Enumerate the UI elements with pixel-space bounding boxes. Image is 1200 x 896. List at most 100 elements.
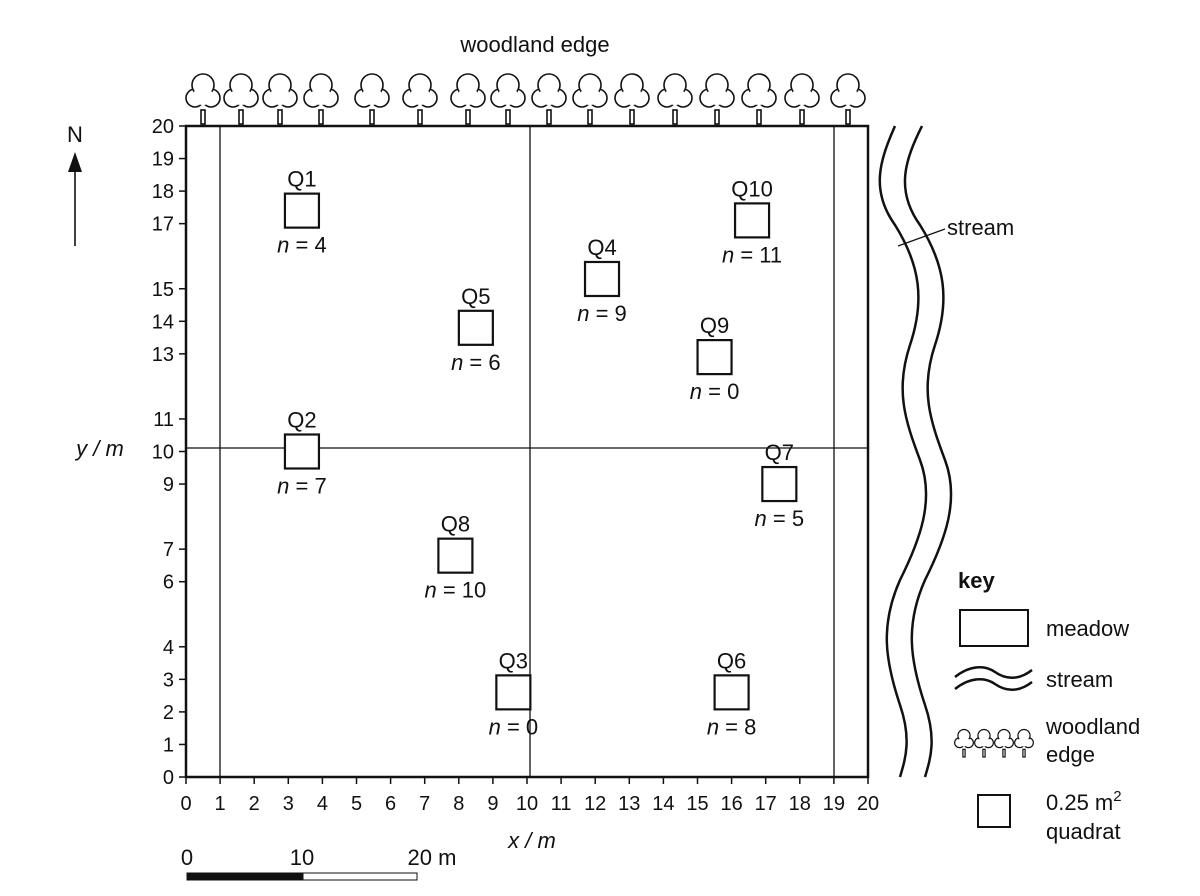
legend-heading: key [958,568,995,593]
quadrat-count: n = 11 [722,242,782,267]
legend-tree-icon-3 [994,728,1014,758]
quadrat-q6: Q6 n = 8 [707,648,757,739]
quadrat-square [583,260,621,298]
x-tick-label-11: 11 [551,793,572,815]
legend-stream-label: stream [1046,667,1113,692]
x-tick-label-14: 14 [652,793,674,815]
y-tick-label-2: 2 [163,702,174,724]
tree-icon-5 [354,73,390,125]
x-tick-label-4: 4 [317,793,328,815]
quadrat-q8: Q8 n = 10 [424,512,486,603]
legend-quadrat-exponent: 2 [1113,788,1121,805]
tree-icon-9 [531,73,567,125]
quadrat-square [713,674,750,711]
tree-icon-7 [450,73,486,125]
x-tick-label-17: 17 [755,793,777,815]
tree-icon-4 [303,73,339,125]
y-tick-label-4: 4 [163,637,174,659]
y-tick-label-9: 9 [163,474,174,496]
y-tick-label-13: 13 [152,344,174,366]
quadrat-label: Q5 [461,284,490,309]
tree-icon-13 [699,73,735,125]
quadrat-label: Q4 [587,235,616,260]
quadrat-square [761,465,798,503]
quadrat-q7: Q7n = 5 [755,440,805,531]
x-tick-label-18: 18 [789,793,811,815]
quadrat-q9: Q9 n = 0 [690,313,740,404]
y-tick-label-19: 19 [152,149,174,171]
quadrat-q5: Q5n = 6 [451,284,501,375]
y-tick-label-20: 20 [152,116,174,138]
y-tick-label-0: 0 [163,767,174,789]
scale-bar: 0 10 20 m [181,845,456,881]
quadrat-label: Q9 [700,313,729,338]
legend-quadrat-label-1: 0.25 m2 [1046,788,1122,815]
tree-icon-1 [185,73,221,125]
quadrat-count: n = 7 [277,474,327,499]
quadrat-label: Q1 [287,167,316,192]
quadrat-label: Q3 [499,648,528,673]
quadrat-square [283,192,321,229]
legend-quadrat-symbol [977,794,1011,828]
stream [878,125,953,778]
quadrat-count: n = 10 [424,578,486,603]
y-tick-label-14: 14 [152,311,174,333]
quadrat-label: Q2 [287,408,316,433]
x-tick-label-12: 12 [584,793,606,815]
x-tick-label-1: 1 [215,793,226,815]
tree-icon-10 [572,73,608,125]
quadrat-label: Q8 [441,512,470,537]
quadrat-label: Q6 [717,648,746,673]
legend-woodland-label-1: woodland [1045,714,1140,739]
x-tick-label-13: 13 [618,793,640,815]
tree-icon-2 [223,73,259,125]
tree-icon-15 [784,73,820,125]
legend-stream-symbol [954,666,1033,691]
legend-tree-icon-4 [1014,728,1034,758]
woodland-edge-trees [185,73,866,125]
quadrat-q4: Q4n = 9 [577,235,627,326]
quadrat-square [457,309,494,346]
stream-label-leader [897,228,946,247]
stream-label: stream [947,215,1014,240]
scale-bar-black [186,872,304,881]
scale-label-10: 10 [290,845,314,870]
legend-meadow-symbol [959,609,1029,647]
quadrat-q2: Q2 n = 7 [277,408,327,499]
quadrat-square [696,339,733,376]
x-tick-label-2: 2 [249,793,260,815]
quadrat-square [495,674,532,711]
x-tick-label-19: 19 [823,793,845,815]
quadrat-count: n = 5 [755,506,805,531]
woodland-edge-title: woodland edge [459,32,609,57]
tree-icon-16 [830,73,866,125]
quadrat-count: n = 0 [690,379,740,404]
x-axis-label: x / m [507,828,556,853]
tree-icon-12 [657,73,693,125]
quadrat-square [283,433,321,470]
x-tick-label-6: 6 [385,793,396,815]
x-tick-label-7: 7 [419,793,430,815]
quadrat-q1: Q1 n = 4 [277,167,327,258]
quadrats: Q1 n = 4 Q2 n = 7 Q3 n = 0 Q4n = 9 Q5n = 6 Q6 n =… [277,167,804,740]
x-tick-label-16: 16 [720,793,742,815]
x-tick-label-0: 0 [180,793,191,815]
quadrat-count: n = 8 [707,714,757,739]
y-tick-label-3: 3 [163,669,174,691]
x-tick-label-9: 9 [487,793,498,815]
quadrat-label: Q10 [731,176,773,201]
tree-icon-3 [262,73,298,125]
x-tick-label-20: 20 [857,793,879,815]
legend-quadrat-value: 0.25 m [1046,790,1113,815]
legend-quadrat-label-2: quadrat [1046,819,1121,844]
quadrat-count: n = 0 [489,714,539,739]
quadrat-count: n = 4 [277,233,327,258]
scale-label-0: 0 [181,845,193,870]
quadrat-q3: Q3 n = 0 [489,648,539,739]
north-arrow: N [67,122,83,246]
y-tick-label-15: 15 [152,279,174,301]
x-tick-label-5: 5 [351,793,362,815]
y-tick-label-1: 1 [163,734,174,756]
